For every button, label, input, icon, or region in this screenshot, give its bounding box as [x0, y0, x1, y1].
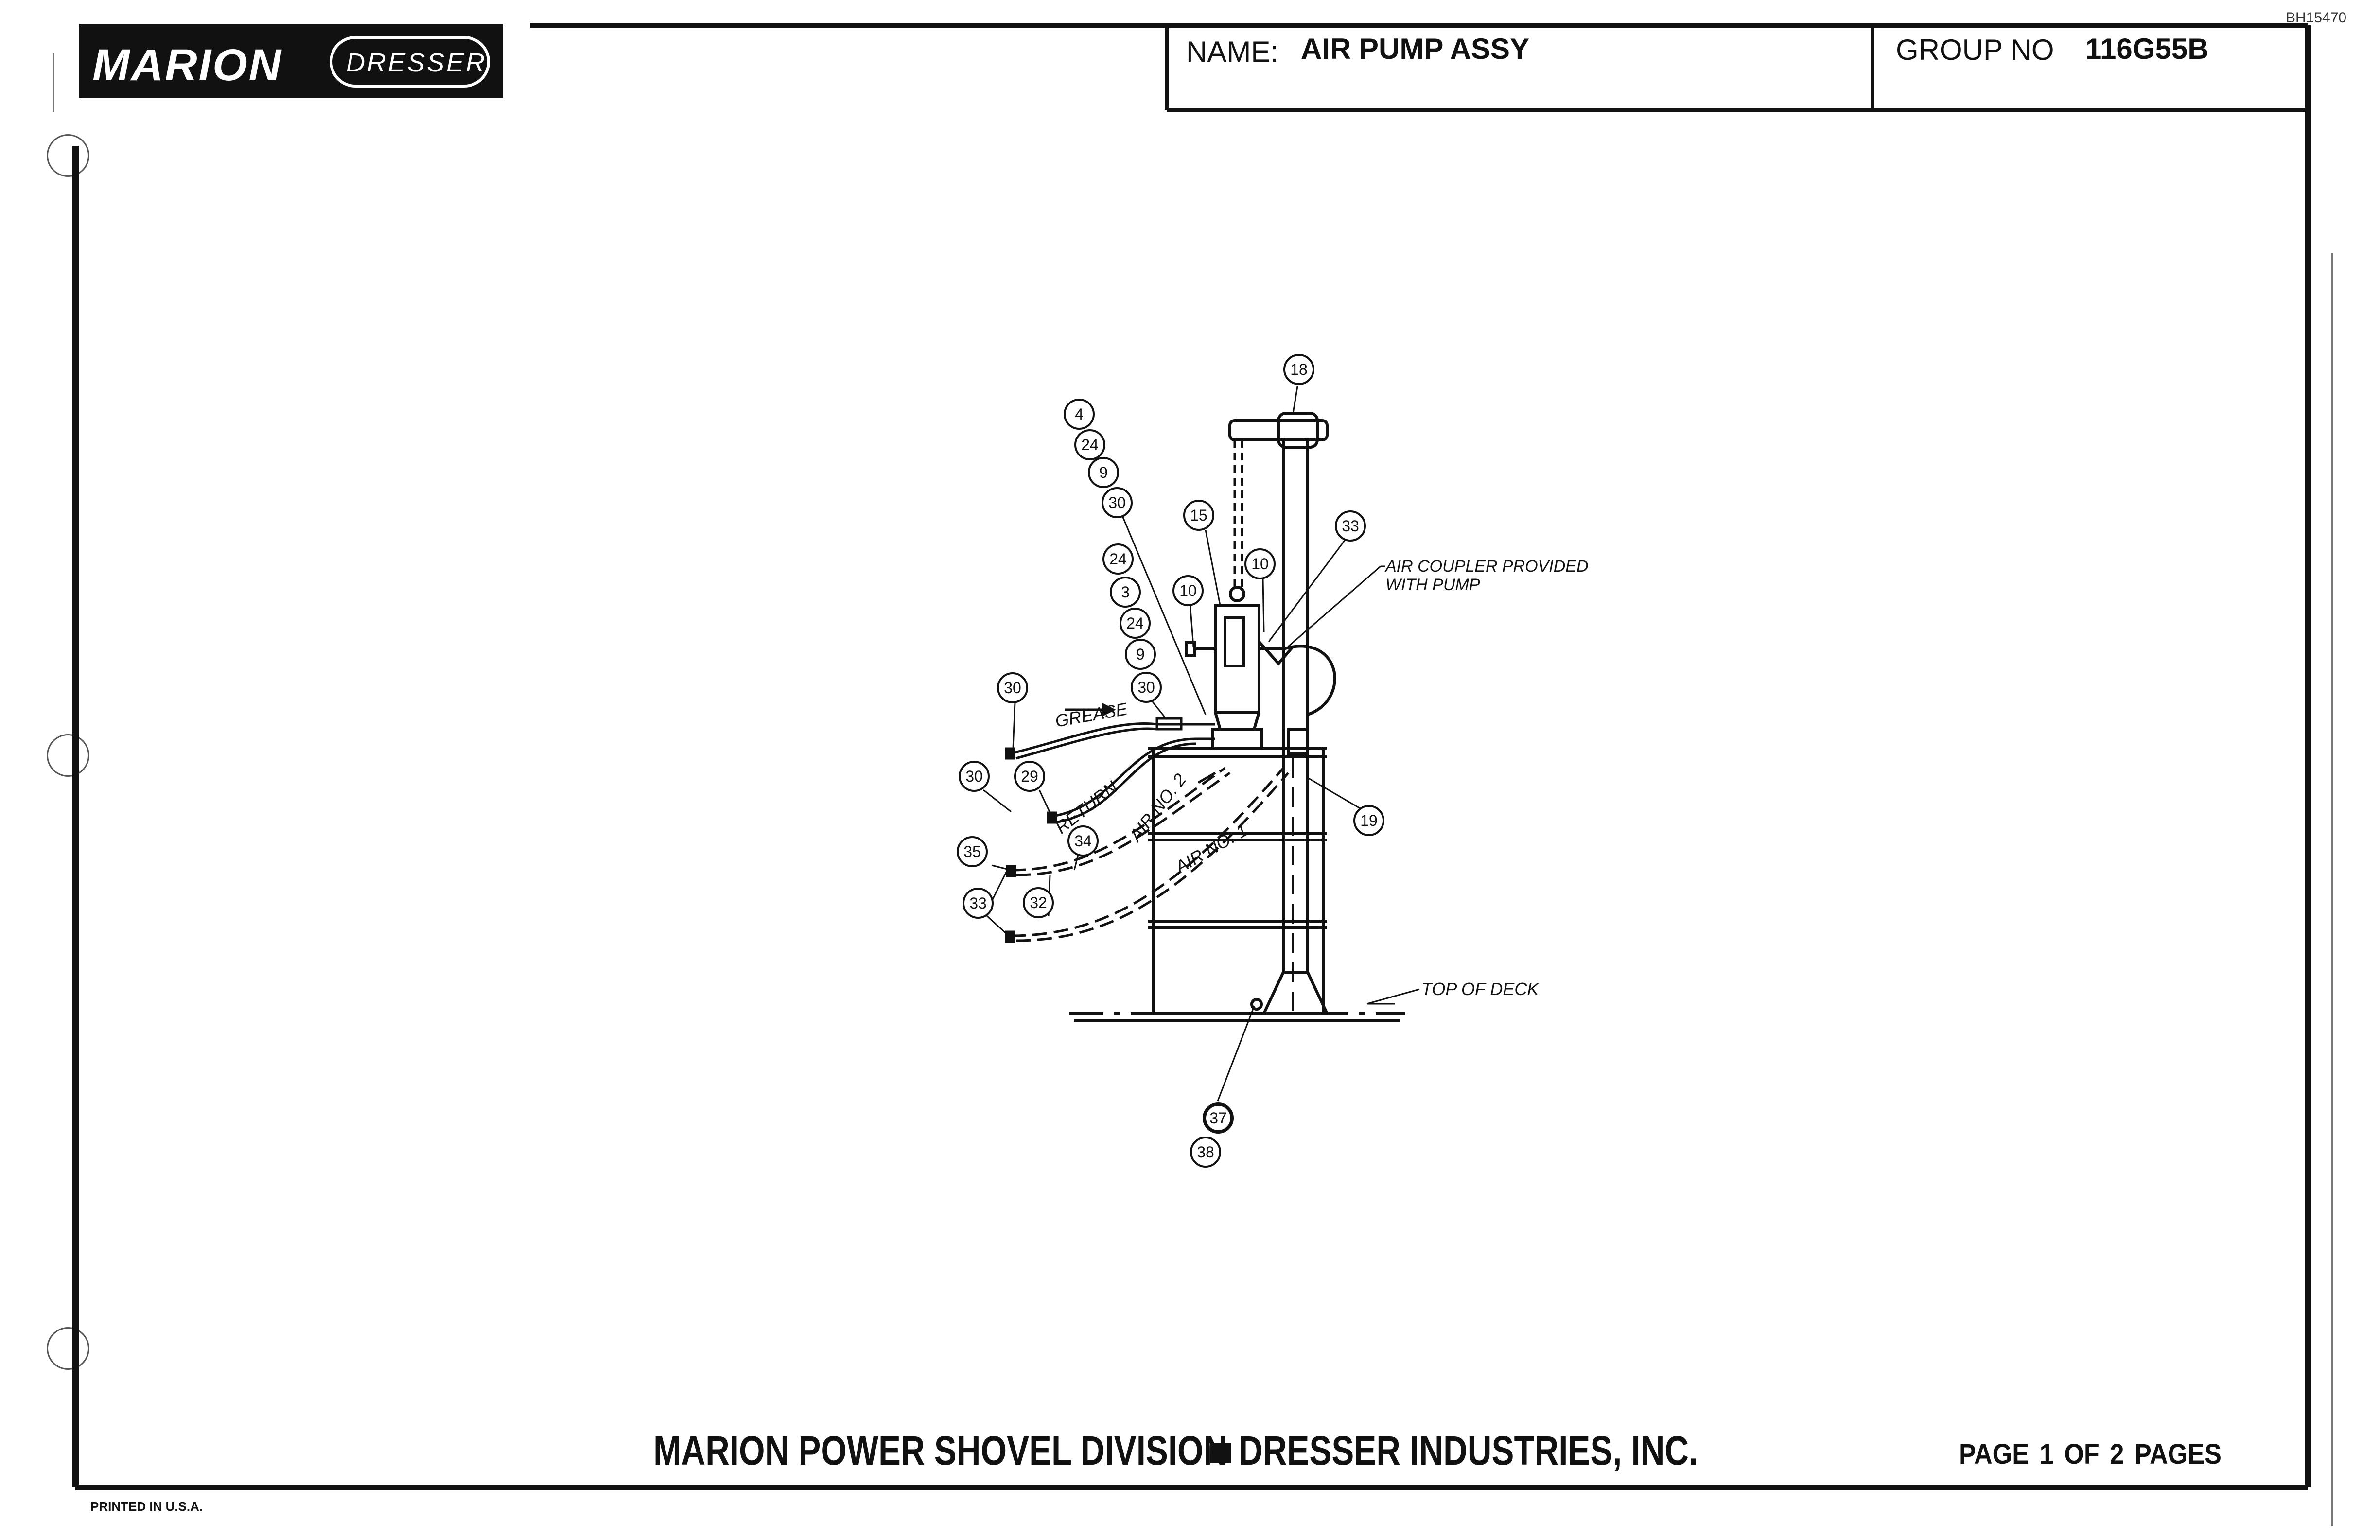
pages-word: PAGES	[2135, 1438, 2222, 1470]
binder-hole-top	[47, 134, 89, 177]
hose-lines	[1005, 702, 1289, 943]
leader-lines	[983, 386, 1420, 1102]
annotation-top-of-deck: TOP OF DECK	[1421, 979, 1539, 999]
page-indicator: PAGE 1 OF 2 PAGES	[1959, 1438, 2232, 1470]
callout-balloon-3: 3	[1110, 577, 1141, 608]
callout-balloon-30: 30	[1102, 487, 1133, 518]
binder-hole-middle	[47, 734, 89, 777]
callout-balloon-24: 24	[1102, 543, 1134, 575]
logo-dresser-text: DRESSER	[346, 48, 487, 77]
callout-balloon-30: 30	[997, 672, 1028, 703]
callout-balloon-33: 33	[962, 888, 994, 919]
callout-balloon-38: 38	[1190, 1137, 1221, 1168]
page-total: 2	[2110, 1438, 2124, 1470]
callout-balloon-24: 24	[1120, 608, 1151, 639]
footer-separator-square	[1210, 1443, 1231, 1463]
callout-balloon-4: 4	[1064, 399, 1095, 430]
annotation-air-coupler-line-1: AIR COUPLER PROVIDED	[1385, 557, 1589, 576]
group-number-label: GROUP NO	[1896, 34, 2054, 66]
callout-balloon-9: 9	[1088, 457, 1119, 488]
group-number: 116G55B	[2085, 33, 2209, 65]
logo-dresser-oval	[330, 36, 490, 88]
logo-marion-text: MARION	[92, 40, 283, 90]
binder-hole-bottom	[47, 1327, 89, 1370]
page-of: OF	[2064, 1438, 2100, 1470]
division-name: MARION POWER SHOVEL DIVISION	[653, 1428, 1228, 1473]
page-word: PAGE	[1959, 1438, 2030, 1470]
callout-balloon-9: 9	[1125, 639, 1156, 670]
pump-and-drum	[1069, 412, 1405, 1022]
callout-balloon-10: 10	[1172, 575, 1204, 606]
callout-balloon-30: 30	[959, 761, 990, 792]
callout-balloon-37: 37	[1203, 1102, 1234, 1134]
callout-balloon-34: 34	[1068, 825, 1099, 857]
callout-balloon-30: 30	[1131, 672, 1162, 703]
company-name: DRESSER INDUSTRIES, INC.	[1239, 1428, 1698, 1473]
printed-in-usa: PRINTED IN U.S.A.	[90, 1499, 203, 1514]
callout-balloon-24: 24	[1074, 429, 1105, 460]
callout-balloon-18: 18	[1283, 354, 1314, 385]
callout-balloon-29: 29	[1014, 761, 1045, 792]
assembly-name: AIR PUMP ASSY	[1301, 33, 1530, 65]
callout-balloon-19: 19	[1353, 805, 1384, 836]
sheet-frame	[52, 23, 2333, 1526]
name-label: NAME:	[1186, 35, 1279, 68]
page-current: 1	[2039, 1438, 2054, 1470]
callout-balloon-32: 32	[1023, 887, 1054, 918]
callout-balloon-33: 33	[1335, 510, 1366, 542]
callout-balloon-35: 35	[957, 836, 988, 867]
callout-balloon-10: 10	[1244, 548, 1276, 579]
annotation-air-coupler-line-2: WITH PUMP	[1385, 576, 1480, 594]
callout-balloon-15: 15	[1183, 500, 1214, 531]
